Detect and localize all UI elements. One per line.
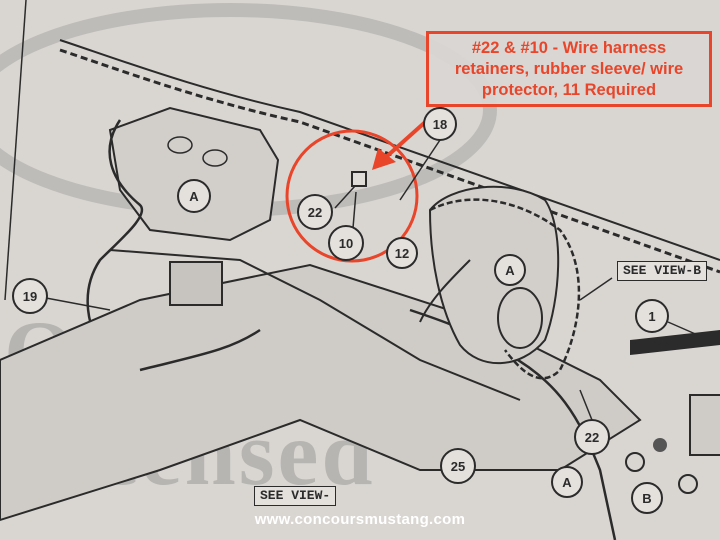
callout-22-bottom-text: 22 [585, 430, 599, 445]
lamp-socket-3 [678, 474, 698, 494]
page-margin-line [4, 0, 27, 301]
callout-22-top: 22 [297, 194, 333, 230]
callout-18-text: 18 [433, 117, 447, 132]
left-apron-hole-2 [202, 149, 228, 167]
callout-22-bottom: 22 [574, 389, 610, 455]
lamp-socket-1 [653, 438, 667, 452]
callout-12: 12 [386, 237, 418, 269]
callout-arrow-head [372, 148, 396, 170]
callout-a-left: A [177, 179, 211, 213]
left-apron-hole-1 [167, 136, 193, 154]
callout-a-left-text: A [189, 189, 199, 204]
callout-25: 25 [440, 448, 476, 484]
harness-1-bar [630, 330, 720, 355]
callout-text: #22 & #10 - Wire harness retainers, rubb… [454, 38, 684, 99]
see-view-b-leader [579, 277, 613, 301]
callout-b-text: B [642, 491, 651, 506]
lamp-socket-2 [625, 452, 645, 472]
harness-lead-12 [419, 259, 471, 323]
strut-tower-oval [497, 287, 543, 349]
see-view-b-label: SEE VIEW-B [617, 261, 708, 281]
right-strut-tower [428, 185, 560, 365]
highlight-circle [285, 129, 419, 263]
callout-25-text: 25 [451, 459, 465, 474]
callout-a-right-text: A [505, 263, 515, 278]
fender-edge [59, 39, 720, 261]
cross-member [109, 249, 521, 401]
leader-22-top [334, 185, 356, 209]
callout-box: #22 & #10 - Wire harness retainers, rubb… [426, 31, 712, 107]
callout-19-text: 19 [23, 289, 37, 304]
left-apron [108, 106, 280, 242]
callout-a-right: A [494, 254, 526, 286]
callout-22-top-text: 22 [308, 205, 322, 220]
left-harness-loop [86, 119, 144, 361]
callout-19: 19 [12, 278, 111, 314]
callout-b: B [631, 482, 663, 514]
retainer-clip [351, 171, 367, 187]
light-bracket [689, 394, 720, 456]
callout-18: 18 [399, 107, 457, 201]
right-harness-branch [429, 198, 581, 380]
callout-a-bottom: A [551, 466, 583, 498]
callout-12-text: 12 [395, 246, 409, 261]
callout-a-bottom-text: A [562, 475, 572, 490]
callout-10-text: 10 [339, 236, 353, 251]
wire-harness-main [59, 48, 720, 274]
leader-10 [352, 191, 357, 229]
callout-10: 10 [328, 225, 364, 261]
see-view-label: SEE VIEW- [254, 486, 337, 506]
site-watermark: www.concoursmustang.com [254, 511, 466, 528]
battery-tray [169, 261, 223, 306]
callout-1-text: 1 [648, 309, 655, 324]
callout-1: 1 [635, 299, 701, 337]
